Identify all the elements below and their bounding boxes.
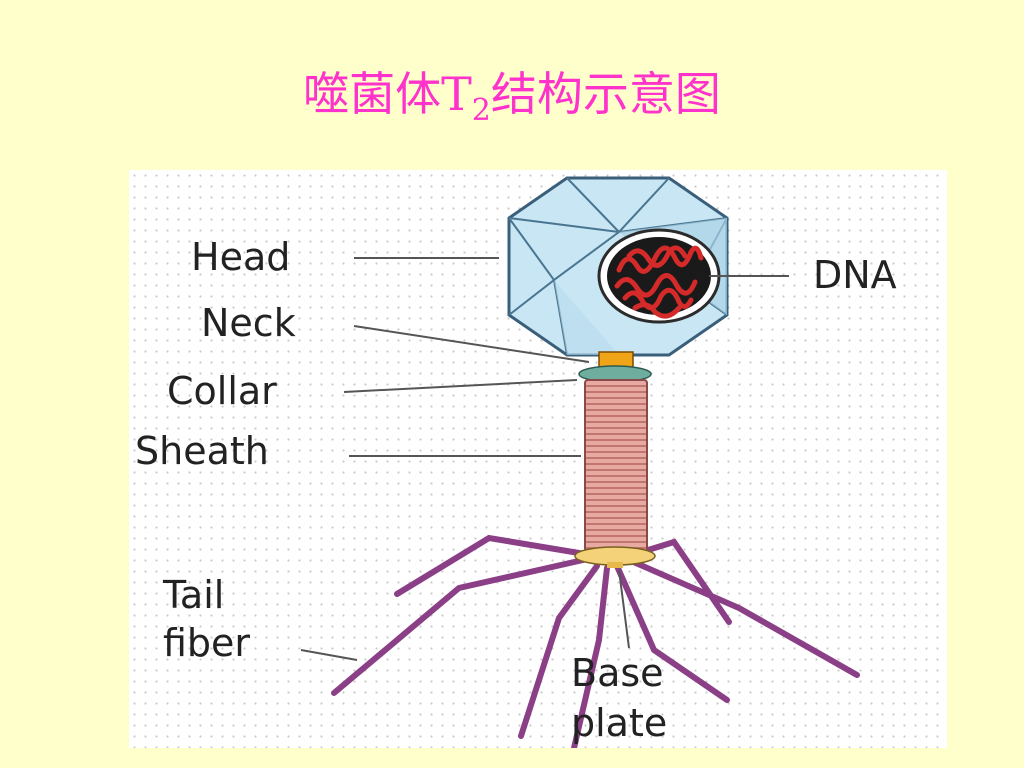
label-head: Head (191, 235, 290, 279)
label-collar: Collar (167, 369, 277, 413)
leader-collar (343, 379, 578, 393)
dna-strands (614, 245, 704, 319)
capsid-shade-bottom (554, 280, 619, 355)
label-dna: DNA (813, 253, 897, 297)
tail-fiber-center (571, 565, 610, 748)
base-plate-pin (607, 562, 623, 568)
tail-fibers (331, 534, 860, 748)
leader-tail-fiber (300, 649, 358, 661)
leader-neck (353, 325, 590, 363)
tail-fiber-right-outer (626, 557, 860, 678)
dna-core (597, 228, 721, 324)
label-neck: Neck (201, 301, 296, 345)
slide-title: 噬菌体T2结构示意图 (0, 58, 1024, 128)
phage-base-plate (574, 546, 656, 568)
title-main: 噬菌体T (303, 67, 472, 121)
label-base: Base (571, 651, 664, 695)
tail-fiber-left-long (331, 557, 586, 696)
label-tail: Tail (162, 573, 224, 617)
sheath-body (584, 379, 648, 553)
label-fiber: fiber (163, 621, 250, 665)
leader-lines (300, 257, 789, 661)
label-plate: plate (571, 701, 667, 745)
phage-sheath (584, 379, 648, 553)
sheath-rings (586, 385, 646, 549)
tail-fiber-left-inner (518, 563, 600, 739)
title-subscript: 2 (471, 93, 491, 128)
tail-fiber-left-outer (394, 534, 588, 597)
leader-base-plate (618, 569, 630, 649)
tail-fiber-right-back (632, 538, 732, 625)
tail-fiber-right-inner (614, 563, 730, 703)
phage-diagram: Head Neck Collar Sheath Tail fiber DNA B… (129, 170, 947, 748)
title-end: 结构示意图 (490, 67, 721, 121)
label-sheath: Sheath (135, 429, 269, 473)
phage-diagram-svg: Head Neck Collar Sheath Tail fiber DNA B… (135, 176, 897, 748)
